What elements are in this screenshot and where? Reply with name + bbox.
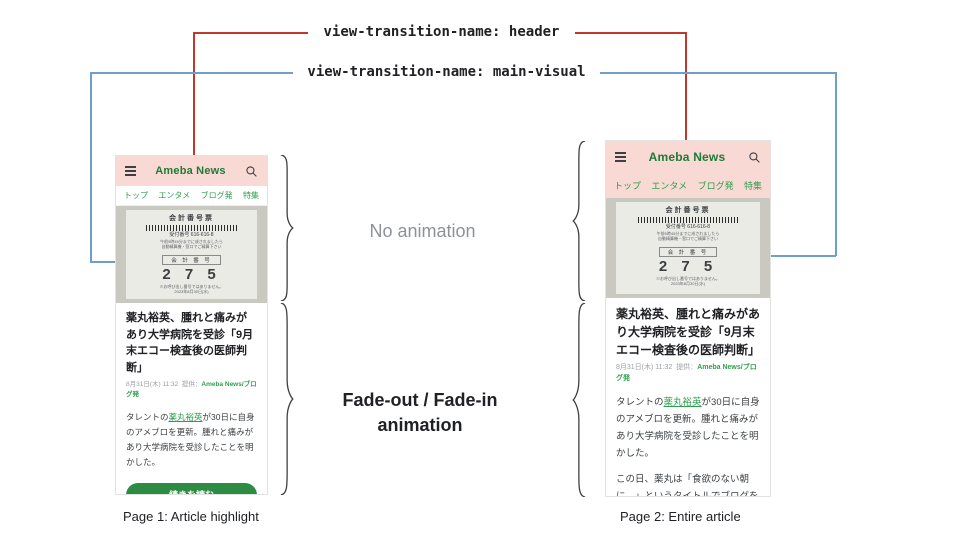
- article-title: 薬丸裕英、腫れと痛みがあり大学病院を受診「9月末エコー検査後の医師判断」: [126, 312, 254, 374]
- receipt-footnote: ※お呼び出し番号ではありません。: [656, 275, 720, 281]
- ameba-news-logo: Ameba News: [648, 150, 726, 164]
- article-meta: 8月31日(木) 11:32 提供：Ameba News/ブログ発: [126, 380, 257, 400]
- receipt-title: 会計番号票: [169, 215, 214, 222]
- receipt-date: 2023年8月30日(水): [174, 289, 209, 295]
- receipt-note-2: 自動精算機・窓口でご精算下さい: [658, 236, 718, 242]
- article-body-paragraph-2: この日、薬丸は「食欲のない朝に…」というタイトルでブログを更新。「本日の朝食」と…: [616, 474, 759, 497]
- receipt-date: 2023年8月30日(水): [670, 281, 706, 287]
- receipt-note-2: 自動精算機・窓口でご精算下さい: [161, 244, 222, 250]
- nav-tab-top[interactable]: トップ: [124, 191, 148, 200]
- receipt-reception-number: 受付番号 616-616-8: [665, 224, 711, 230]
- red-connector-right-vertical: [685, 32, 687, 140]
- search-icon[interactable]: [245, 165, 258, 178]
- app-header: Ameba News: [116, 156, 267, 186]
- page2-caption: Page 2: Entire article: [620, 509, 741, 524]
- receipt-number: 2 7 5: [162, 266, 221, 284]
- receipt-note-1: 午前9時45分までに成されましたら: [656, 231, 720, 236]
- nav-tab-bar: トップ エンタメ ブログ発 特集: [606, 173, 770, 198]
- receipt-footnote: ※お呼び出し番号ではありません。: [159, 283, 224, 289]
- read-more-button[interactable]: 続きを読む: [126, 482, 257, 494]
- no-animation-note: No animation: [369, 221, 476, 241]
- blue-connector-left-stub: [90, 261, 116, 263]
- nav-tab-feature[interactable]: 特集: [242, 191, 259, 200]
- hamburger-menu-icon[interactable]: [615, 152, 626, 162]
- nav-tab-blog[interactable]: ブログ発: [697, 181, 734, 191]
- nav-tab-entertainment[interactable]: エンタメ: [651, 181, 688, 191]
- nav-tab-top[interactable]: トップ: [614, 181, 642, 191]
- nav-tab-feature[interactable]: 特集: [743, 181, 762, 191]
- receipt-box-label: 会 計 番 号: [162, 255, 221, 266]
- page1-caption: Page 1: Article highlight: [123, 509, 259, 524]
- article-meta: 8月31日(木) 11:32 提供：Ameba News/ブログ発: [616, 363, 760, 384]
- main-visual-transition-label: view-transition-name: main-visual: [293, 64, 600, 80]
- receipt-number: 2 7 5: [658, 258, 718, 276]
- article-date: 8月31日(木) 11:32: [126, 381, 179, 388]
- article-body-text: タレントの: [126, 411, 169, 422]
- search-icon[interactable]: [748, 151, 761, 164]
- receipt-title: 会計番号票: [665, 207, 711, 214]
- receipt-note-1: 午前9時45分までに成されましたら: [160, 239, 223, 244]
- page2-phone-mockup: Ameba News トップ エンタメ ブログ発 特集 会計番号票 受付番号 6…: [605, 140, 771, 497]
- receipt-box-label: 会 計 番 号: [658, 247, 718, 258]
- nav-tab-blog[interactable]: ブログ発: [200, 191, 233, 200]
- article-body: タレントの薬丸裕英が30日に自身のアメブロを更新。腫れと痛みがあり大学病院を受診…: [126, 410, 257, 471]
- ameba-news-logo: Ameba News: [155, 165, 226, 177]
- nav-tab-entertainment[interactable]: エンタメ: [158, 191, 191, 200]
- header-transition-label: view-transition-name: header: [308, 24, 575, 40]
- article-provider[interactable]: Ameba News/ブログ発: [616, 364, 757, 382]
- article-provider-label: 提供：: [676, 364, 698, 371]
- article-body: タレントの薬丸裕英が30日に自身のアメブロを更新。腫れと痛みがあり大学病院を受診…: [616, 394, 760, 462]
- article-date: 8月31日(木) 11:32: [616, 364, 673, 371]
- blue-connector-right-stub: [770, 255, 836, 257]
- fade-animation-note: Fade-out / Fade-in animation: [342, 390, 498, 436]
- article-body-text-2: が30日に自身のアメブロを更新。腫れと痛みがあり大学病院を受診したことを明かした…: [126, 411, 255, 468]
- article-body-text: タレントの: [616, 397, 664, 408]
- main-visual-image: 会計番号票 受付番号 616-616-8 午前9時45分までに成されましたら 自…: [606, 198, 770, 298]
- article-provider-label: 提供：: [181, 381, 202, 388]
- article-highlight: 薬丸裕英、腫れと痛みがあり大学病院を受診「9月末エコー検査後の医師判断」 8月3…: [116, 303, 267, 494]
- page1-phone-mockup: Ameba News トップ エンタメ ブログ発 特集 会計番号票 受付番号 6…: [115, 155, 268, 495]
- brace-page2-bottom: [572, 303, 587, 497]
- nav-tab-bar: トップ エンタメ ブログ発 特集: [116, 186, 267, 206]
- brace-page1-top: [279, 155, 294, 301]
- receipt-barcode: [637, 217, 739, 223]
- article-person-link[interactable]: 薬丸裕英: [663, 397, 702, 408]
- brace-page1-bottom: [279, 303, 294, 495]
- blue-connector-right-vertical: [835, 72, 837, 256]
- article-title: 薬丸裕英、腫れと痛みがあり大学病院を受診「9月末エコー検査後の医師判断」: [616, 307, 761, 357]
- receipt-paper: 会計番号票 受付番号 616-616-8 午前9時45分までに成されましたら 自…: [616, 202, 760, 294]
- brace-page2-top: [572, 141, 587, 301]
- article-full: 薬丸裕英、腫れと痛みがあり大学病院を受診「9月末エコー検査後の医師判断」 8月3…: [606, 298, 770, 497]
- article-provider[interactable]: Ameba News/ブログ発: [126, 381, 257, 398]
- receipt-barcode: [145, 225, 238, 231]
- blue-connector-left-vertical: [90, 72, 92, 262]
- receipt-paper: 会計番号票 受付番号 616-616-8 午前9時45分までに成されましたら 自…: [126, 210, 257, 299]
- app-header: Ameba News: [606, 141, 770, 173]
- hamburger-menu-icon[interactable]: [125, 166, 136, 176]
- main-visual-image: 会計番号票 受付番号 616-616-8 午前9時45分までに成されましたら 自…: [116, 206, 267, 303]
- receipt-reception-number: 受付番号 616-616-8: [169, 232, 214, 238]
- red-connector-left-vertical: [193, 32, 195, 155]
- article-body-text-2: が30日に自身のアメブロを更新。腫れと痛みがあり大学病院を受診したことを明かした…: [616, 397, 760, 460]
- article-person-link[interactable]: 薬丸裕英: [168, 411, 203, 422]
